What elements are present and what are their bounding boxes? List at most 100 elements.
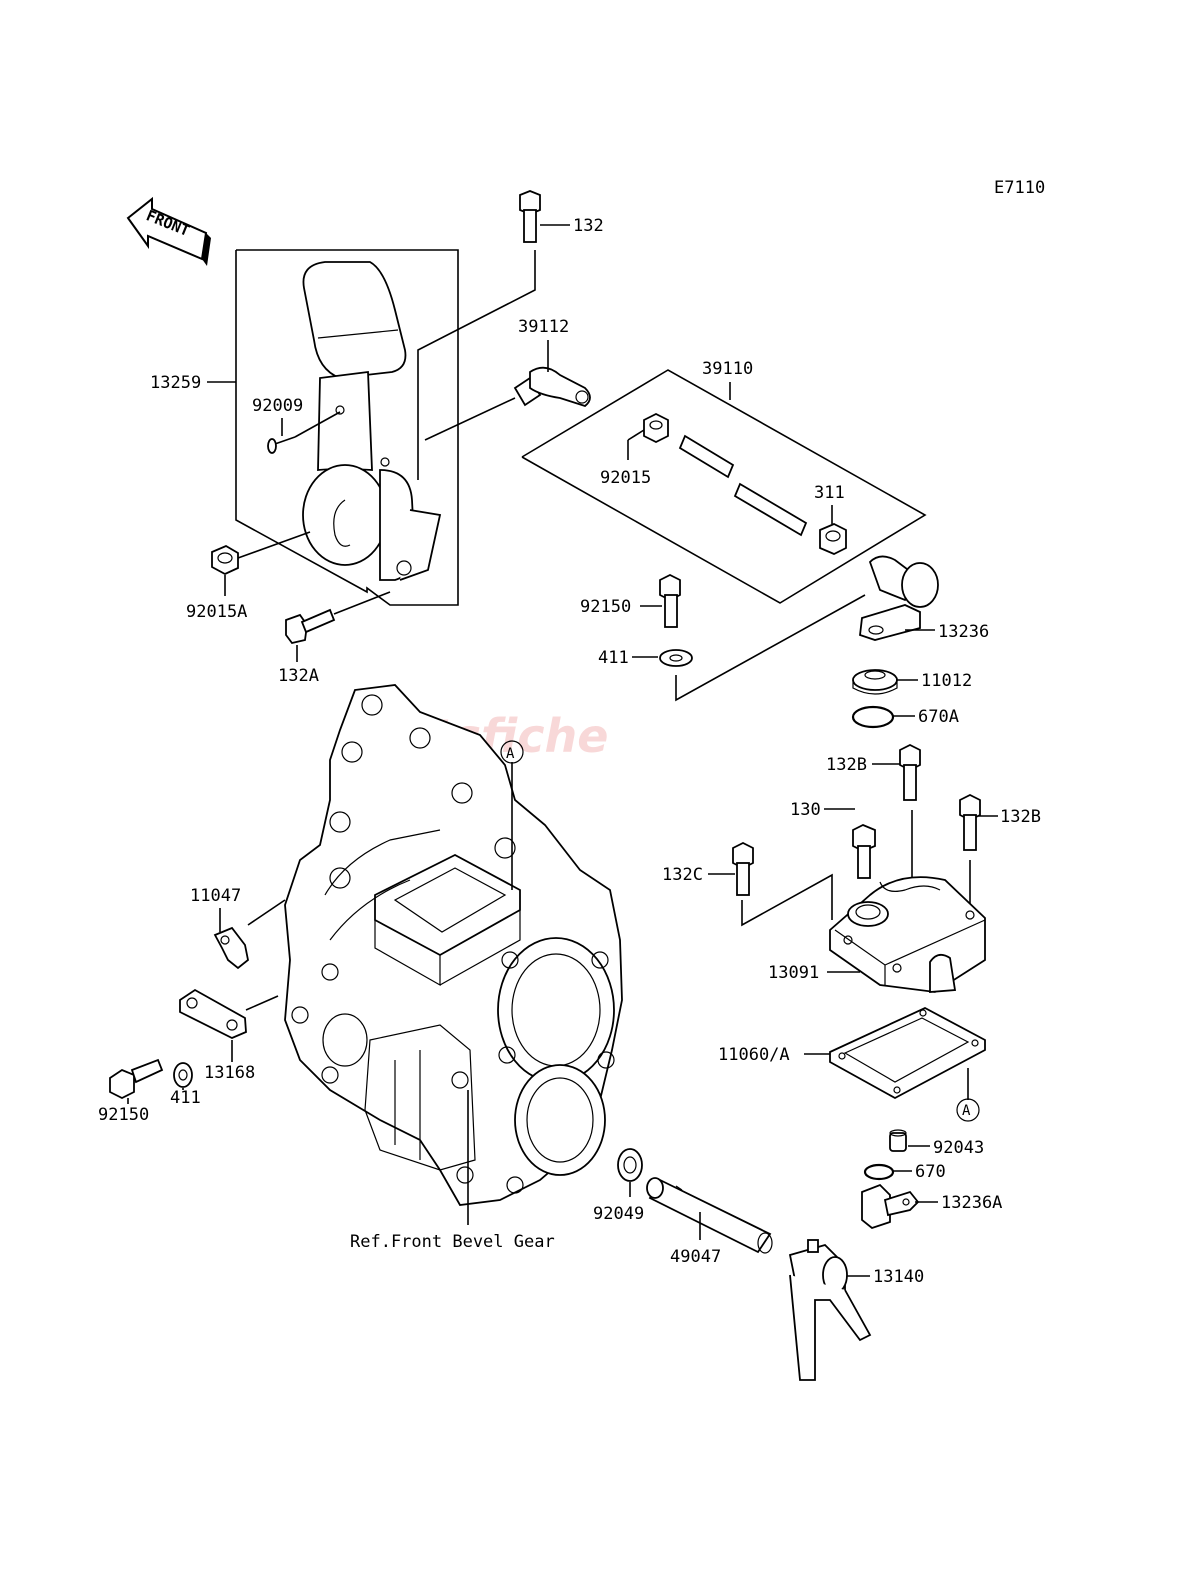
o-ring-670A-icon — [851, 705, 895, 729]
callout-132[interactable]: 132 — [540, 216, 604, 236]
lever-13236A-icon — [861, 1183, 920, 1230]
callout-39112[interactable]: 39112 — [518, 317, 569, 372]
callout-A-lower-label: A — [962, 1103, 971, 1119]
callout-13236A[interactable]: 13236A — [915, 1193, 1002, 1213]
callout-311[interactable]: 311 — [814, 483, 845, 524]
washer-411-lower-icon — [173, 1062, 193, 1088]
callout-132-label: 132 — [573, 216, 604, 236]
callout-92150-upper[interactable]: 92150 — [580, 597, 662, 617]
bolt-130-icon — [852, 824, 876, 879]
callout-13168[interactable]: 13168 — [204, 1040, 255, 1083]
callout-92049-label: 92049 — [593, 1204, 644, 1224]
shaft-49047-icon — [646, 1177, 773, 1254]
callout-13236-label: 13236 — [938, 622, 989, 642]
callout-132B-right[interactable]: 132B — [978, 807, 1041, 827]
bolt-92150-lower-icon — [109, 1058, 164, 1100]
callout-11060A[interactable]: 11060/A — [718, 1045, 830, 1065]
callout-92015A-label: 92015A — [186, 602, 247, 622]
callout-132B-right-label: 132B — [1000, 807, 1041, 827]
shift-arm-13236-icon — [859, 555, 939, 641]
callout-13140[interactable]: 13140 — [847, 1267, 924, 1287]
reference-A-upper — [500, 740, 524, 890]
callout-92150-upper-label: 92150 — [580, 597, 631, 617]
callout-132A-label: 132A — [278, 666, 319, 686]
callout-92015[interactable]: 92015 — [600, 429, 651, 488]
callout-92150-lower[interactable]: 92150 — [98, 1098, 149, 1125]
callout-13236[interactable]: 13236 — [905, 622, 989, 642]
callout-13091[interactable]: 13091 — [768, 963, 860, 983]
bolt-132C-icon — [732, 841, 833, 927]
nut-92015A-icon — [211, 531, 311, 576]
crankcase-housing — [284, 684, 623, 1206]
callout-92043-label: 92043 — [933, 1138, 984, 1158]
callout-132B-left-label: 132B — [826, 755, 867, 775]
callout-11012[interactable]: 11012 — [897, 671, 972, 691]
callout-670A-label: 670A — [918, 707, 959, 727]
callout-39110-label: 39110 — [702, 359, 753, 379]
screw-92009-icon — [267, 411, 341, 454]
ref-bevel-gear-label: Ref.Front Bevel Gear — [350, 1232, 555, 1252]
callout-132C-label: 132C — [662, 865, 703, 885]
front-arrow-icon: FRONT — [126, 196, 211, 266]
callout-670[interactable]: 670 — [893, 1162, 946, 1182]
callout-411-lower[interactable]: 411 — [170, 1088, 201, 1108]
callout-13259-label: 13259 — [150, 373, 201, 393]
gasket-11060A-icon — [829, 1006, 986, 1100]
callout-130-label: 130 — [790, 800, 821, 820]
callout-670-label: 670 — [915, 1162, 946, 1182]
callout-92009-label: 92009 — [252, 396, 303, 416]
callout-92043[interactable]: 92043 — [908, 1138, 984, 1158]
callout-A-upper[interactable]: A — [506, 746, 515, 762]
callout-92015-label: 92015 — [600, 468, 651, 488]
callout-A-lower[interactable]: A — [962, 1103, 971, 1119]
callout-670A[interactable]: 670A — [893, 707, 959, 727]
washer-411-upper-icon — [659, 594, 866, 702]
bolt-132A-icon — [285, 591, 391, 645]
callout-130[interactable]: 130 — [790, 800, 855, 820]
callout-13140-label: 13140 — [873, 1267, 924, 1287]
shift-pedal-assembly — [235, 249, 459, 606]
callout-39110[interactable]: 39110 — [702, 359, 753, 400]
plate-13168-icon — [179, 988, 279, 1039]
callout-11047-label: 11047 — [190, 886, 241, 906]
callout-49047-label: 49047 — [670, 1247, 721, 1267]
callout-49047[interactable]: 49047 — [670, 1212, 721, 1267]
callout-13091-label: 13091 — [768, 963, 819, 983]
cover-13091-icon — [829, 876, 986, 993]
callout-311-label: 311 — [814, 483, 845, 503]
tie-rod-assembly — [521, 369, 927, 604]
callout-92009[interactable]: 92009 — [252, 396, 303, 436]
callout-92150-lower-label: 92150 — [98, 1105, 149, 1125]
clip-11047-icon — [213, 899, 286, 970]
callout-13259[interactable]: 13259 — [150, 373, 236, 393]
callout-39112-label: 39112 — [518, 317, 569, 337]
pin-92043-icon — [889, 1129, 907, 1152]
callout-11047[interactable]: 11047 — [190, 886, 241, 932]
diagram-code: E7110 — [994, 178, 1045, 198]
callout-A-upper-label: A — [506, 746, 515, 762]
callout-13168-label: 13168 — [204, 1063, 255, 1083]
shift-fork-13140-icon — [788, 1239, 872, 1381]
callout-132B-left[interactable]: 132B — [826, 755, 900, 775]
reference-A-lower — [956, 1068, 980, 1122]
seal-11012-icon — [852, 669, 898, 695]
callout-11060A-label: 11060/A — [718, 1045, 790, 1065]
callout-ref-bevel-gear[interactable]: Ref.Front Bevel Gear — [350, 1232, 555, 1252]
callout-11012-label: 11012 — [921, 671, 972, 691]
rod-end-39112-icon — [424, 366, 591, 441]
callout-13236A-label: 13236A — [941, 1193, 1002, 1213]
callout-411-lower-label: 411 — [170, 1088, 201, 1108]
callout-411-upper-label: 411 — [598, 648, 629, 668]
callout-132A[interactable]: 132A — [278, 645, 319, 686]
callout-132C[interactable]: 132C — [662, 865, 735, 885]
bolt-132-icon — [417, 190, 541, 480]
callout-411-upper[interactable]: 411 — [598, 648, 658, 668]
bolt-132B-right-icon — [959, 793, 981, 920]
bolt-132B-left-icon — [899, 743, 921, 900]
o-ring-670-icon — [863, 1163, 895, 1181]
seal-92049-icon — [617, 1148, 643, 1182]
callout-92049[interactable]: 92049 — [593, 1182, 644, 1224]
callout-92015A[interactable]: 92015A — [186, 575, 247, 622]
